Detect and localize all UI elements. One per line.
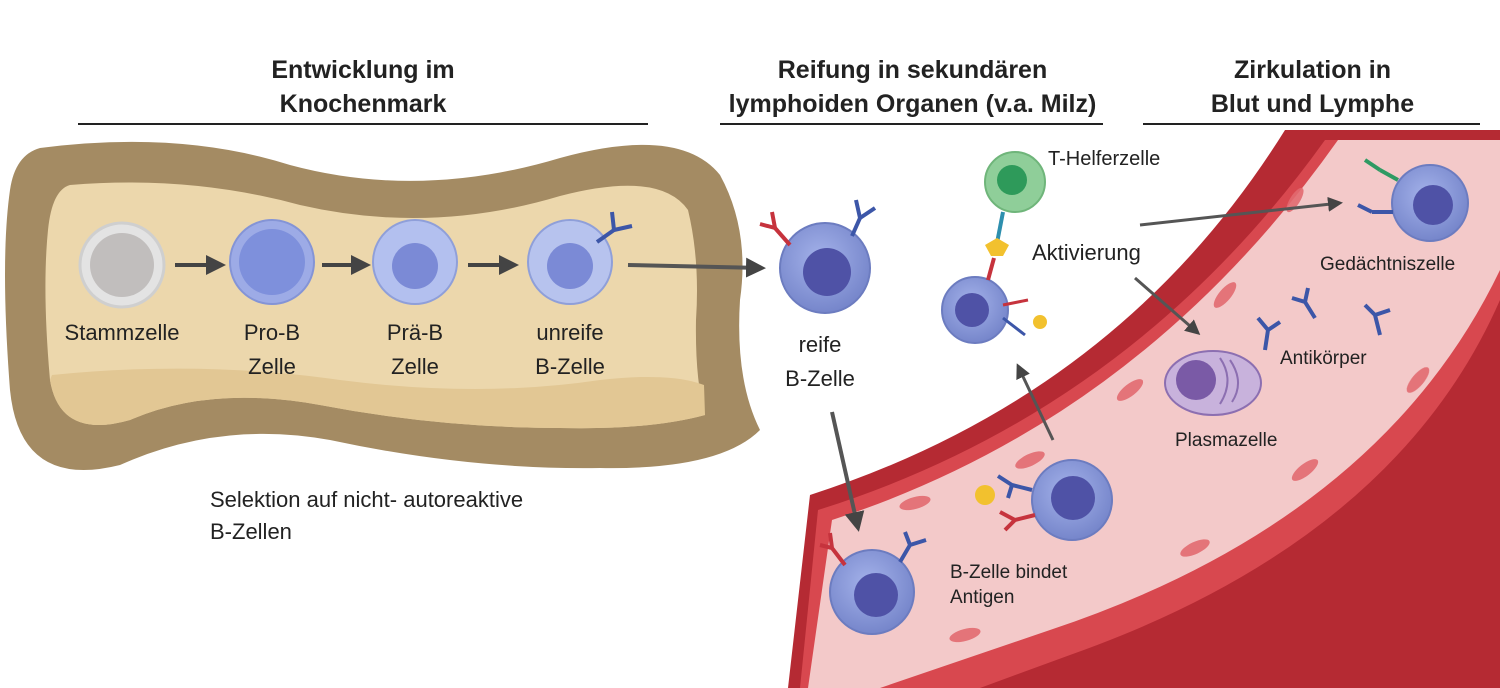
label-pro-b-cell: Pro-B Zelle — [243, 320, 301, 379]
vessel-b-cell — [819, 531, 927, 635]
label-stem-cell: Stammzelle — [64, 320, 180, 345]
label-mature-b-cell: reife B-Zelle — [785, 332, 855, 391]
pre-b-cell — [372, 219, 458, 305]
antibody-blue-icon — [1357, 203, 1393, 214]
mature-b-cell — [759, 199, 877, 314]
antibody-icon — [595, 211, 633, 244]
plasma-cell — [1164, 350, 1262, 416]
arrow-mature-to-vessel — [830, 411, 865, 532]
stem-cell — [78, 221, 166, 309]
label-binding: B-Zelle bindet Antigen — [950, 562, 1068, 608]
antigen-icon — [1033, 315, 1047, 329]
label-immature-b-cell: unreife B-Zelle — [535, 320, 605, 379]
label-pre-b-cell: Prä-B Zelle — [386, 320, 444, 379]
arrow-binding-to-activation — [1016, 363, 1055, 441]
blood-vessel — [788, 130, 1500, 688]
antigen-icon — [975, 485, 995, 505]
label-plasma-cell: Plasmazelle — [1175, 430, 1278, 451]
label-t-helper: T-Helferzelle — [1048, 148, 1161, 170]
label-activation: Aktivierung — [1032, 240, 1141, 265]
selection-note: Selektion auf nicht- autoreaktive B-Zell… — [210, 487, 524, 544]
antibody-green-icon — [1363, 158, 1399, 182]
antigen-icon — [985, 238, 1009, 256]
antigen-binding-b-cell — [975, 459, 1113, 541]
immature-b-cell — [527, 211, 633, 305]
activated-b-cell — [941, 257, 1047, 344]
antibody-blue-icon — [850, 199, 877, 237]
heading-maturation: Reifung in sekundären lymphoiden Organen… — [728, 56, 1097, 118]
label-antibodies: Antikörper — [1280, 348, 1367, 369]
arrow-to-memory — [1139, 196, 1343, 227]
label-memory-cell: Gedächtniszelle — [1320, 254, 1456, 275]
heading-marrow: Entwicklung im Knochenmark — [271, 56, 455, 118]
memory-cell — [1357, 158, 1469, 242]
heading-circulation: Zirkulation in Blut und Lymphe — [1210, 56, 1415, 118]
t-helper-cell — [984, 151, 1046, 256]
antibody-red-icon — [759, 211, 792, 247]
arrow-immature-to-mature — [627, 257, 766, 278]
pro-b-cell — [229, 219, 315, 305]
arrow-to-plasma — [1134, 276, 1201, 335]
free-antibodies — [1256, 287, 1391, 351]
